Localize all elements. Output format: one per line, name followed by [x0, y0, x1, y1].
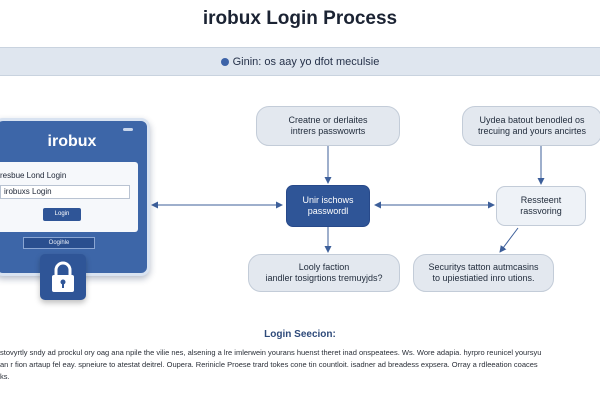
section-body: stovyrtly sndy ad prockul ory oag ana np… — [0, 347, 600, 383]
node-security-automation: Securitys tatton autmcasins to upiestiat… — [413, 254, 554, 292]
section-title: Login Seecion: — [264, 329, 336, 340]
secondary-button[interactable]: Oogihle — [23, 237, 95, 249]
node-login-function-text: Looly faction iandler tosigrtions tremuy… — [265, 262, 383, 283]
login-button[interactable]: Login — [43, 208, 81, 221]
device-brand: irobux — [47, 133, 97, 150]
banner: Ginin: os aay yo dfot meculsie — [0, 47, 600, 76]
node-update-security-text: Uydea batout benodled os trecuing and yo… — [477, 115, 587, 136]
node-update-security: Uydea batout benodled os trecuing and yo… — [462, 106, 600, 146]
node-password-check-text: Unir ischows passwordl — [302, 195, 354, 216]
page-title: irobux Login Process — [202, 8, 398, 29]
node-login-function: Looly faction iandler tosigrtions tremuy… — [248, 254, 400, 292]
lock-icon — [52, 261, 74, 292]
lock-tile — [40, 254, 86, 300]
connector-right-bottom — [499, 227, 519, 253]
camera-icon — [123, 128, 133, 131]
node-password-reset: Ressteent rassvoring — [496, 186, 586, 226]
node-security-automation-text: Securitys tatton autmcasins to upiestiat… — [428, 262, 539, 283]
node-create-passwords: Creatne or derlaites intrers passwowrts — [256, 106, 400, 146]
node-create-passwords-text: Creatne or derlaites intrers passwowrts — [288, 115, 368, 136]
body-line: stovyrtly sndy ad prockul ory oag ana np… — [0, 348, 542, 357]
body-line: ks. — [0, 372, 10, 381]
node-password-check: Unir ischows passwordl — [286, 185, 370, 227]
device-mockup: irobux resbue Lond Login irobuxs Login L… — [0, 118, 150, 276]
banner-text: Ginin: os aay yo dfot meculsie — [232, 55, 380, 68]
username-field[interactable]: irobuxs Login — [0, 185, 130, 199]
device-screen: resbue Lond Login irobuxs Login Login — [0, 162, 138, 232]
node-password-reset-text: Ressteent rassvoring — [520, 195, 562, 216]
body-line: an r fion artaup fel eay. spneiure to at… — [0, 360, 538, 369]
screen-title: resbue Lond Login — [0, 171, 67, 180]
bullet-icon — [220, 57, 229, 66]
